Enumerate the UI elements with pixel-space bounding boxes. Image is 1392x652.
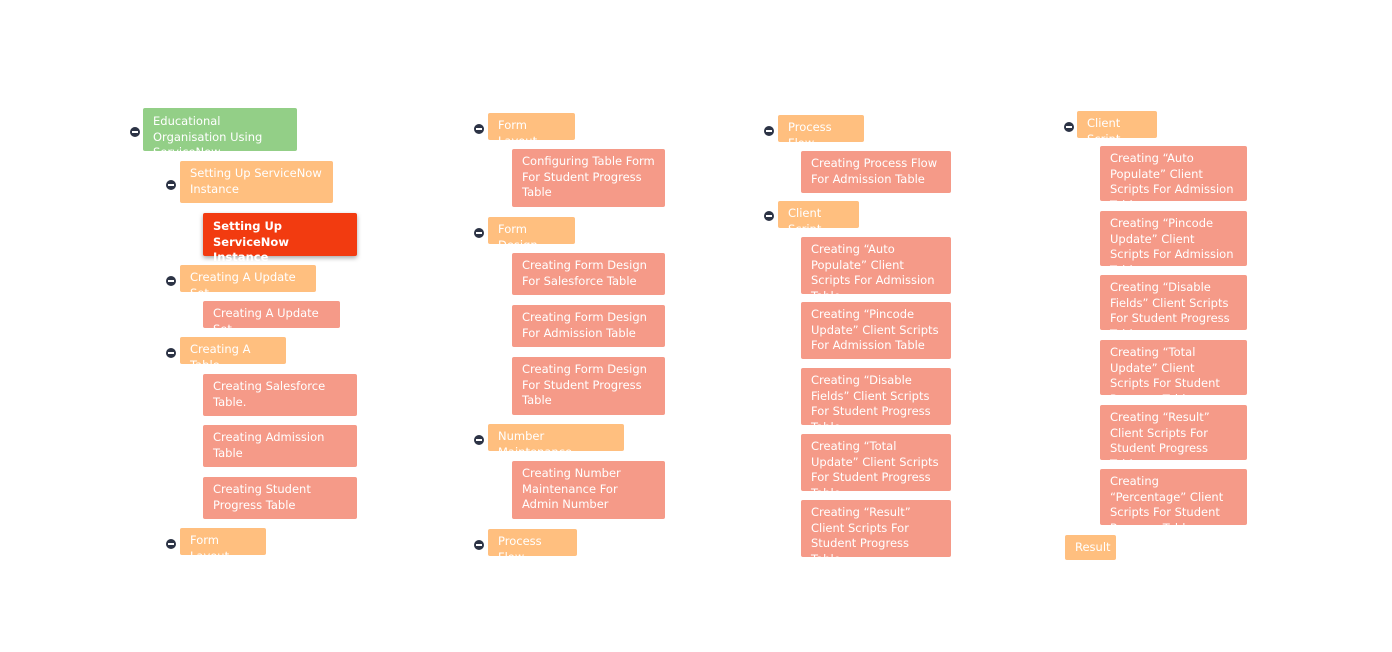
branch-setup-servicenow-instance[interactable]: Setting Up ServiceNow Instance [180,161,333,203]
collapse-minus-icon[interactable] [764,211,774,221]
leaf-form-design-student-progress[interactable]: Creating Form Design For Student Progres… [512,357,665,415]
root-node[interactable]: Educational Organisation Using ServiceNo… [143,108,297,159]
leaf-client-script-pincode-update[interactable]: Creating “Pincode Update” Client Scripts… [1100,211,1247,277]
leaf-client-script-disable-fields[interactable]: Creating “Disable Fields” Client Scripts… [1100,275,1247,341]
leaf-client-script-pincode-update[interactable]: Creating “Pincode Update” Client Scripts… [801,302,951,359]
leaf-creating-salesforce-table[interactable]: Creating Salesforce Table. [203,374,357,416]
collapse-minus-icon[interactable] [474,228,484,238]
branch-client-script[interactable]: Client Script [1077,111,1157,146]
leaf-client-script-result[interactable]: Creating “Result” Client Scripts For Stu… [801,500,951,566]
collapse-minus-icon[interactable] [474,540,484,550]
branch-number-maintenance[interactable]: Number Maintenance [488,424,624,459]
leaf-client-script-percentage[interactable]: Creating “Percentage” Client Scripts For… [1100,469,1247,535]
branch-form-design[interactable]: Form Design [488,217,575,252]
branch-process-flow[interactable]: Process Flow [488,529,577,564]
branch-form-layout[interactable]: Form Layout [488,113,575,148]
collapse-minus-icon[interactable] [130,127,140,137]
collapse-minus-icon[interactable] [166,348,176,358]
collapse-minus-icon[interactable] [166,539,176,549]
leaf-form-design-admission[interactable]: Creating Form Design For Admission Table [512,305,665,347]
leaf-number-maintenance[interactable]: Creating Number Maintenance For Admin Nu… [512,461,665,519]
collapse-minus-icon[interactable] [166,180,176,190]
leaf-setup-servicenow-instance-selected[interactable]: Setting Up ServiceNow Instance [203,213,357,264]
branch-process-flow[interactable]: Process Flow [778,115,864,150]
leaf-client-script-auto-populate[interactable]: Creating “Auto Populate” Client Scripts … [1100,146,1247,212]
branch-client-script[interactable]: Client Script [778,201,859,236]
leaf-client-script-total-update[interactable]: Creating “Total Update” Client Scripts F… [801,434,951,500]
branch-creating-table[interactable]: Creating A Table [180,337,286,372]
leaf-form-design-salesforce[interactable]: Creating Form Design For Salesforce Tabl… [512,253,665,295]
branch-creating-update-set[interactable]: Creating A Update Set [180,265,316,300]
collapse-minus-icon[interactable] [764,126,774,136]
leaf-client-script-auto-populate[interactable]: Creating “Auto Populate” Client Scripts … [801,237,951,303]
collapse-minus-icon[interactable] [166,276,176,286]
branch-result[interactable]: Result [1065,535,1116,560]
leaf-creating-admission-table[interactable]: Creating Admission Table [203,425,357,467]
collapse-minus-icon[interactable] [1064,122,1074,132]
collapse-minus-icon[interactable] [474,124,484,134]
leaf-process-flow-admission[interactable]: Creating Process Flow For Admission Tabl… [801,151,951,193]
leaf-client-script-result[interactable]: Creating “Result” Client Scripts For Stu… [1100,405,1247,471]
leaf-client-script-disable-fields[interactable]: Creating “Disable Fields” Client Scripts… [801,368,951,434]
leaf-client-script-total-update[interactable]: Creating “Total Update” Client Scripts F… [1100,340,1247,406]
branch-form-layout[interactable]: Form Layout [180,528,266,563]
leaf-creating-update-set[interactable]: Creating A Update Set [203,301,340,336]
leaf-creating-student-progress-table[interactable]: Creating Student Progress Table [203,477,357,519]
leaf-configuring-table-form[interactable]: Configuring Table Form For Student Progr… [512,149,665,207]
collapse-minus-icon[interactable] [474,435,484,445]
